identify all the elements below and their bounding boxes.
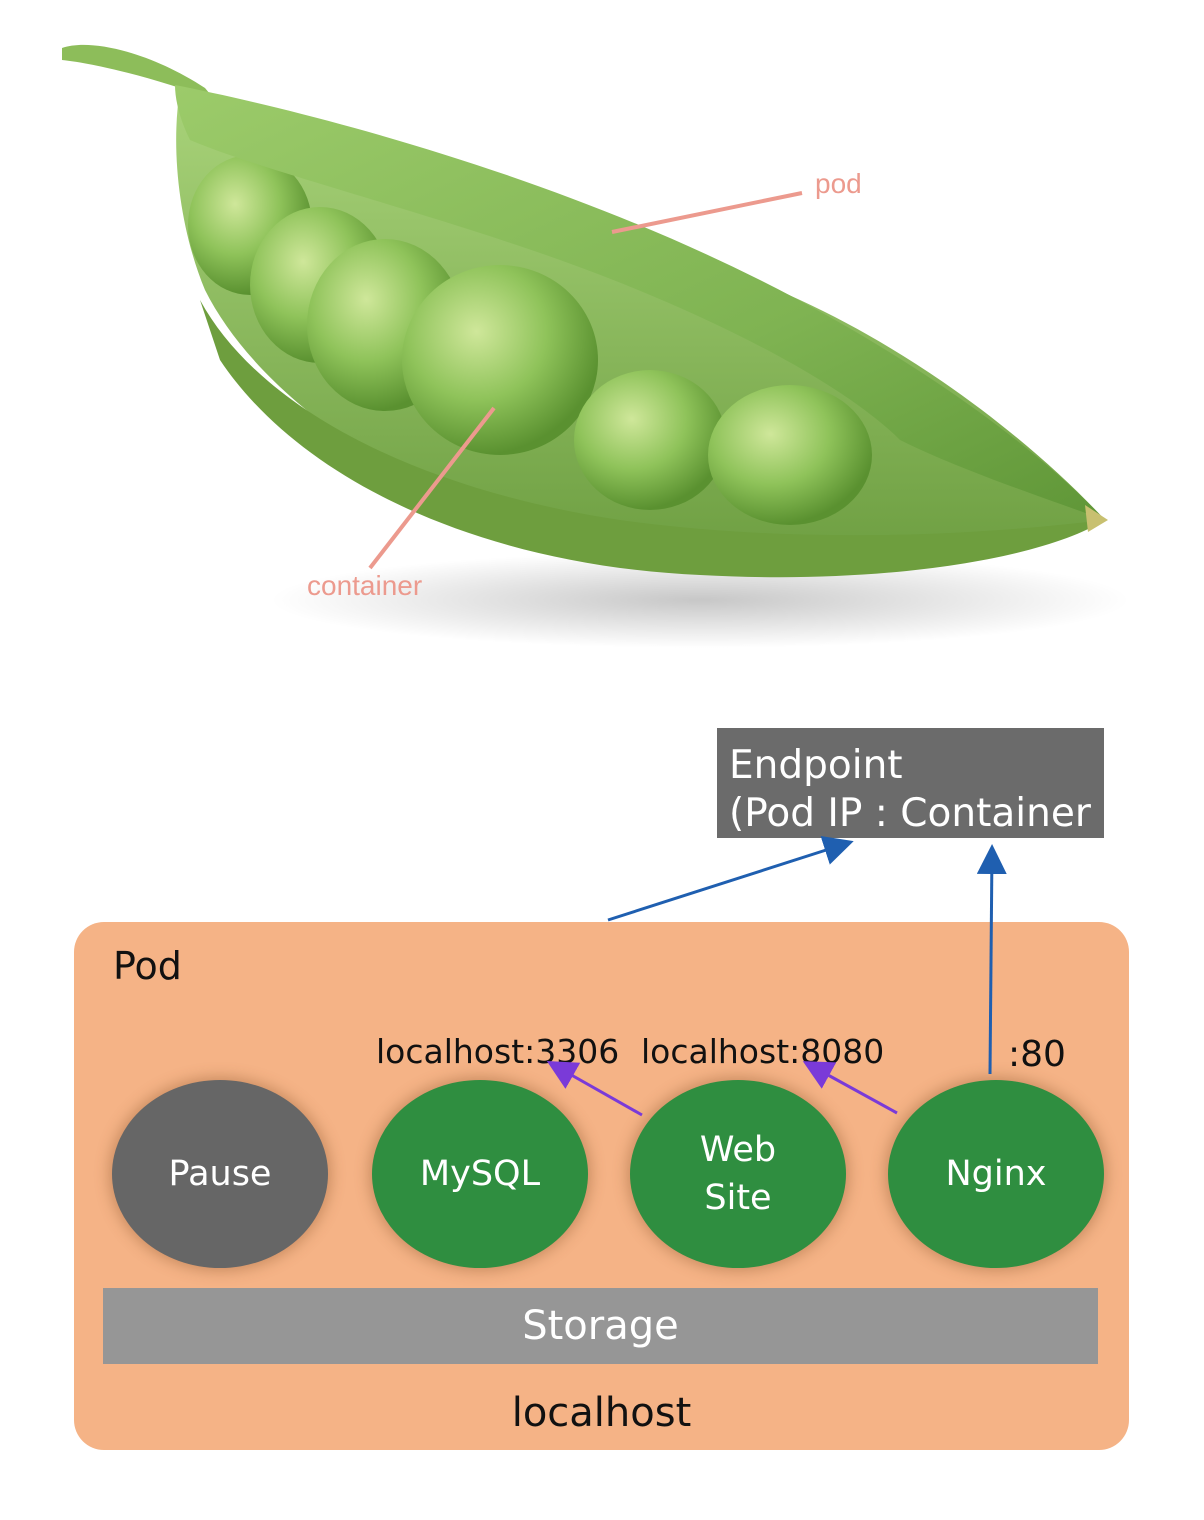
- nginx-container: Nginx: [888, 1080, 1104, 1268]
- peas: [188, 155, 872, 525]
- container-callout-line: [368, 406, 496, 570]
- website-port-label: localhost:8080: [641, 1032, 885, 1071]
- pea-pod-illustration: [62, 44, 1130, 648]
- storage-label: Storage: [522, 1303, 679, 1349]
- pea: [402, 265, 598, 455]
- nginx-container-label: Nginx: [945, 1154, 1047, 1194]
- mysql-port-label: localhost:3306: [376, 1032, 620, 1071]
- container-callout-label: container: [307, 570, 423, 601]
- pause-container: Pause: [112, 1080, 328, 1268]
- website-label-line2: Site: [704, 1178, 772, 1218]
- pod-lower-hull: [200, 300, 1105, 578]
- pod-shadow: [270, 552, 1130, 648]
- mysql-container-label: MySQL: [419, 1154, 541, 1194]
- pod-callout-line: [611, 191, 803, 234]
- endpoint-box: Endpoint (Pod IP : Container: [717, 728, 1104, 838]
- nginx-port-label: :80: [1008, 1034, 1066, 1075]
- pause-container-label: Pause: [168, 1154, 272, 1194]
- endpoint-title: Endpoint: [729, 743, 903, 788]
- website-label-line1: Web: [699, 1130, 777, 1170]
- website-container-label: Web Site: [700, 1126, 776, 1222]
- pod-upper-flap: [175, 85, 1105, 520]
- localhost-label: localhost: [511, 1390, 692, 1436]
- pea: [574, 370, 726, 510]
- pod-tip: [1085, 505, 1108, 532]
- website-container: Web Site: [630, 1080, 846, 1268]
- mysql-container: MySQL: [372, 1080, 588, 1268]
- pea: [708, 385, 872, 525]
- pod-label: Pod: [113, 944, 182, 988]
- pod-to-endpoint-arrow: [607, 836, 854, 922]
- pod-callout-label: pod: [815, 168, 862, 199]
- endpoint-subtitle: (Pod IP : Container: [729, 791, 1091, 836]
- storage-bar: Storage: [103, 1288, 1098, 1364]
